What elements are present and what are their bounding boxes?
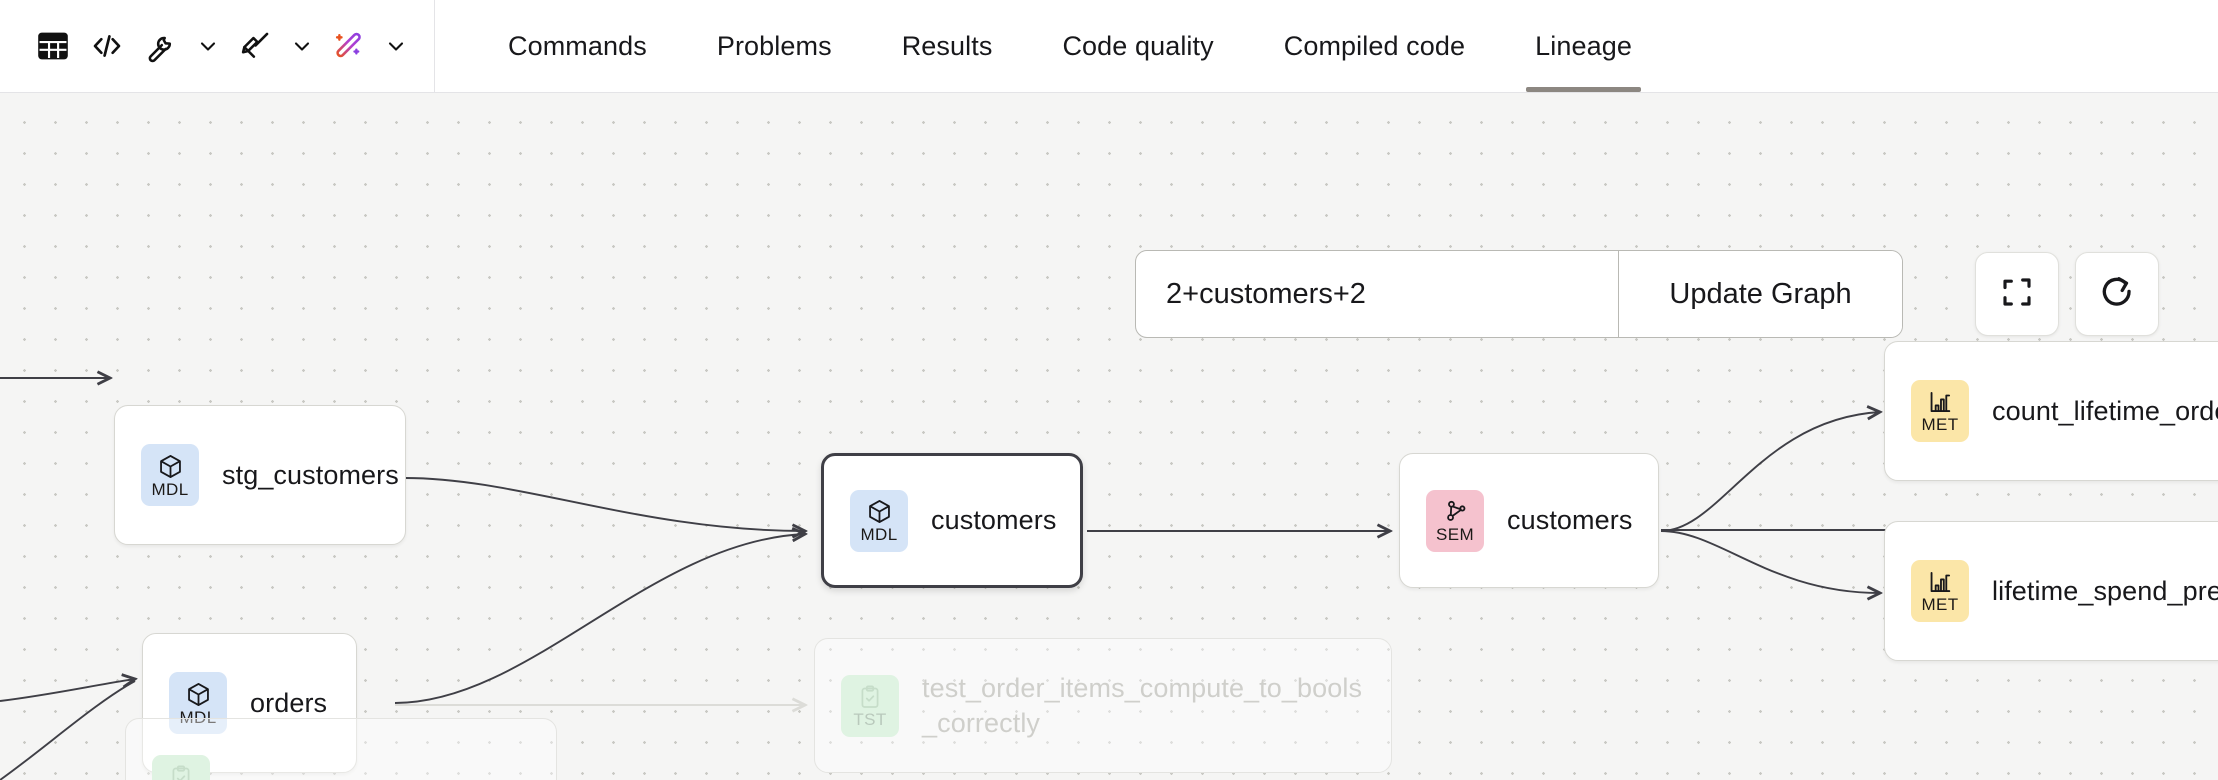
- badge-label: MET: [1921, 415, 1959, 434]
- node-label: lifetime_spend_pretax: [1992, 575, 2218, 606]
- tools-group: [134, 19, 228, 73]
- badge-met: MET: [1911, 560, 1969, 622]
- cube-icon: [866, 498, 893, 525]
- badge-label: MDL: [179, 707, 217, 727]
- node-customers-semantic[interactable]: SEM customers: [1399, 453, 1659, 588]
- chevron-down-icon-ai[interactable]: [376, 19, 416, 73]
- badge-mdl: MDL: [141, 444, 199, 506]
- tab-lineage[interactable]: Lineage: [1500, 0, 1667, 92]
- bar-chart-icon: [1927, 569, 1953, 595]
- badge-tst: TST: [841, 674, 899, 737]
- update-graph-button[interactable]: Update Graph: [1618, 251, 1902, 337]
- node-label: count_lifetime_orders: [1992, 395, 2218, 426]
- graph-network-icon: [1442, 498, 1469, 525]
- refresh-button[interactable]: [2075, 252, 2159, 336]
- node-count-lifetime-orders[interactable]: MET count_lifetime_orders: [1884, 341, 2218, 481]
- bar-chart-icon: [1927, 389, 1953, 415]
- format-group: [228, 19, 322, 73]
- node-stg-customers[interactable]: MDL stg_customers: [114, 405, 406, 545]
- fit-view-button[interactable]: [1975, 252, 2059, 336]
- node-lifetime-spend-pretax[interactable]: MET lifetime_spend_pretax: [1884, 521, 2218, 661]
- tab-code-quality[interactable]: Code quality: [1062, 30, 1214, 61]
- tab-bar: Commands Problems Results Code quality C…: [473, 0, 1667, 92]
- clipboard-check-icon: [857, 684, 883, 710]
- table-view-icon[interactable]: [26, 19, 80, 73]
- tab-problems[interactable]: Problems: [716, 30, 832, 61]
- fit-view-icon: [1999, 274, 2035, 315]
- node-label: test_order_items_compute_to_bools _corre…: [922, 672, 1363, 738]
- node-label: orders: [250, 687, 328, 718]
- tab-results[interactable]: Results: [901, 30, 993, 61]
- editor-toolbar: [0, 0, 435, 92]
- badge-mdl: MDL: [850, 489, 908, 552]
- refresh-icon: [2098, 273, 2136, 316]
- wrench-icon[interactable]: [134, 19, 188, 73]
- node-label: customers: [1507, 505, 1633, 536]
- node-label: stg_customers: [222, 459, 399, 490]
- badge-met: MET: [1911, 380, 1969, 442]
- lineage-canvas[interactable]: MDL stg_customers MDL orders: [0, 93, 2218, 780]
- node-customers-model[interactable]: MDL customers: [821, 453, 1083, 588]
- tab-compiled-code[interactable]: Compiled code: [1283, 30, 1466, 61]
- graph-search-input[interactable]: [1136, 251, 1618, 337]
- node-label: customers: [931, 505, 1057, 536]
- node-test-order-items[interactable]: TST test_order_items_compute_to_bools _c…: [814, 638, 1392, 773]
- badge-sem: SEM: [1426, 489, 1484, 552]
- badge-label: SEM: [1435, 525, 1475, 544]
- badge-label: MDL: [860, 525, 898, 544]
- badge-label: TST: [853, 709, 887, 729]
- broom-icon[interactable]: [228, 19, 282, 73]
- node-orders[interactable]: MDL orders: [142, 633, 357, 773]
- badge-mdl: MDL: [169, 672, 227, 734]
- lineage-edges: [0, 93, 2218, 780]
- magic-wand-icon[interactable]: [322, 19, 376, 73]
- cube-icon: [157, 453, 184, 480]
- badge-tst: TST: [152, 754, 210, 780]
- badge-label: MDL: [151, 479, 189, 499]
- cube-icon: [185, 681, 212, 708]
- ai-assist-group: [322, 19, 416, 73]
- code-view-icon[interactable]: [80, 19, 134, 73]
- header-bar: Commands Problems Results Code quality C…: [0, 0, 2218, 93]
- chevron-down-icon-tools[interactable]: [188, 19, 228, 73]
- node-partial-bottom[interactable]: TST: [125, 718, 557, 780]
- badge-label: MET: [1921, 595, 1959, 614]
- tab-commands[interactable]: Commands: [508, 30, 647, 61]
- clipboard-check-icon: [168, 764, 194, 780]
- graph-search-bar: Update Graph: [1135, 250, 1903, 338]
- chevron-down-icon-format[interactable]: [282, 19, 322, 73]
